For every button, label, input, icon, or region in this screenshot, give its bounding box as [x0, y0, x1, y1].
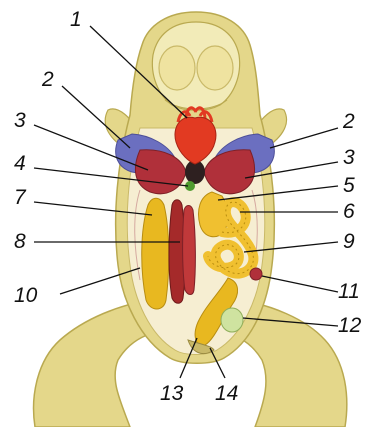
callout-9: 9	[343, 230, 355, 253]
callout-1: 1	[70, 8, 82, 31]
callout-7: 7	[14, 186, 27, 209]
callout-14: 14	[215, 382, 238, 405]
frog-illustration	[34, 12, 347, 427]
callout-10: 10	[14, 284, 38, 307]
leader-11	[262, 276, 338, 292]
bladder	[221, 308, 243, 332]
right-eye-socket	[197, 46, 233, 90]
callout-6: 6	[343, 200, 355, 223]
callout-3-right: 3	[343, 146, 355, 169]
callout-13: 13	[160, 382, 184, 405]
kidney-right	[183, 206, 196, 295]
spleen	[250, 268, 262, 280]
callout-4: 4	[14, 152, 26, 175]
callout-5: 5	[343, 174, 355, 197]
left-eye-socket	[159, 46, 195, 90]
callout-2-right: 2	[342, 110, 355, 133]
callout-12: 12	[338, 314, 362, 337]
callout-11: 11	[338, 280, 360, 303]
callout-3-left: 3	[14, 109, 26, 132]
callout-8: 8	[14, 230, 26, 253]
callout-2-left: 2	[41, 68, 54, 91]
